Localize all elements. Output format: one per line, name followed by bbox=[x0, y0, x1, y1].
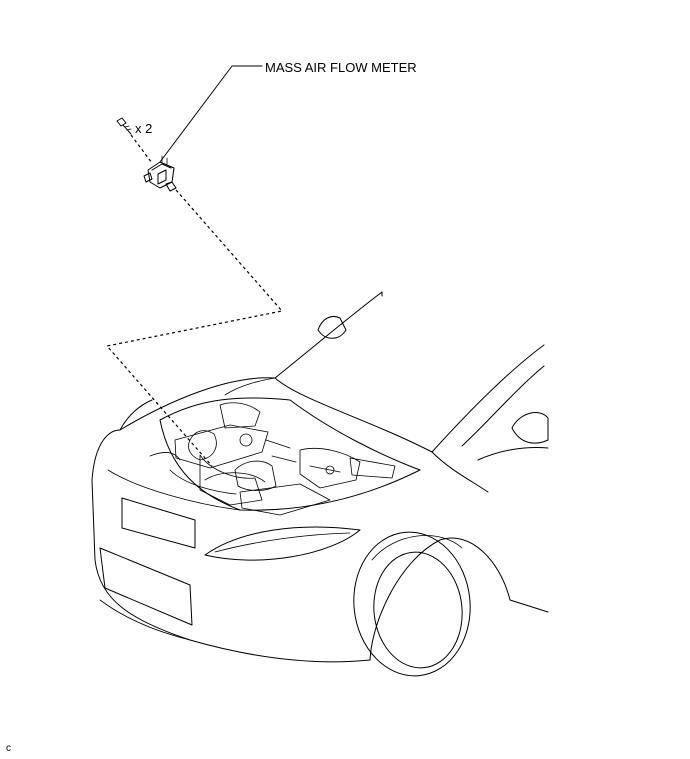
bolt-guide-dashed-line bbox=[130, 134, 153, 164]
engine-components bbox=[149, 402, 396, 516]
mass-air-flow-meter-label: MASS AIR FLOW METER bbox=[265, 60, 417, 75]
callout-leader-line bbox=[159, 65, 263, 163]
mass-air-flow-meter-part bbox=[143, 155, 177, 192]
location-dashed-line bbox=[105, 189, 284, 467]
vehicle-front-illustration bbox=[91, 291, 549, 677]
bolt-icon bbox=[116, 117, 132, 135]
corner-mark: c bbox=[6, 743, 11, 754]
bolt-quantity-label: x 2 bbox=[135, 121, 153, 136]
